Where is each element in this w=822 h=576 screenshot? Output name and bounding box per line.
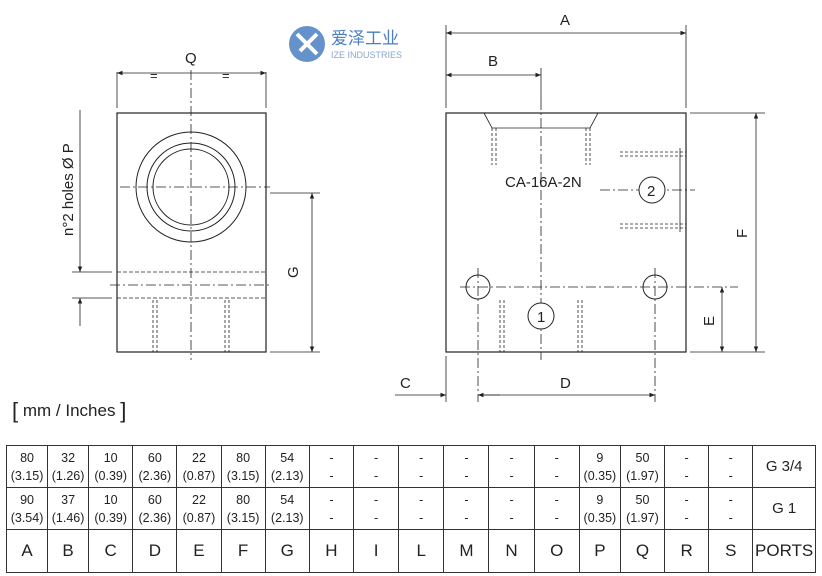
column-header: N [488, 529, 535, 573]
column-header: R [664, 529, 710, 573]
table-cell: -- [533, 445, 580, 488]
side-view [72, 70, 320, 360]
column-header: D [132, 529, 178, 573]
technical-drawing: 爱泽工业 IZE INDUSTRIES Q = = [60, 12, 765, 402]
table-cell: 9(0.35) [578, 487, 621, 530]
dim-label-f: F [734, 229, 751, 238]
table-cell: 22(0.87) [176, 487, 222, 530]
table-cell: 50(1.97) [619, 487, 666, 530]
bracket-open: [ [12, 398, 19, 423]
model-label: CA-16A-2N [505, 174, 582, 191]
dimensions-table: 80(3.15) 32(1.26) 10(0.39) 60(2.36) 22(0… [5, 445, 816, 573]
table-cell: -- [488, 445, 535, 488]
bracket-close: ] [120, 398, 127, 423]
dim-label-e: E [701, 316, 718, 326]
port-1-label: 1 [537, 309, 545, 326]
table-cell: -- [488, 487, 535, 530]
table-cell: -- [352, 487, 400, 530]
front-view [395, 25, 765, 402]
dim-label-q: Q [185, 50, 197, 67]
table-cell: 22(0.87) [176, 445, 222, 488]
company-logo: 爱泽工业 IZE INDUSTRIES [289, 26, 402, 62]
table-cell: -- [664, 487, 710, 530]
table-cell: -- [398, 445, 445, 488]
table-cell: -- [352, 445, 400, 488]
dim-label-b: B [488, 53, 498, 70]
header-row: A B C D E F G H I L M N O P Q R S PORTS [5, 529, 816, 573]
table-cell: 10(0.39) [88, 445, 134, 488]
column-header: Q [619, 529, 666, 573]
dim-label-a: A [560, 12, 570, 29]
table-cell: -- [308, 487, 354, 530]
column-header: A [5, 529, 49, 573]
units-caption: [ mm / Inches ] [12, 398, 126, 424]
table-cell: 32(1.26) [47, 445, 90, 488]
units-label: mm / Inches [22, 401, 116, 420]
table-cell: -- [308, 445, 354, 488]
table-cell: -- [708, 487, 754, 530]
column-header: B [47, 529, 90, 573]
table-cell: 9(0.35) [578, 445, 621, 488]
table-cell: 80(3.15) [220, 487, 266, 530]
column-header: L [398, 529, 445, 573]
holes-label: n°2 holes Ø P [60, 143, 77, 236]
table-cell: 37(1.46) [47, 487, 90, 530]
ports-cell: G 3/4 [752, 445, 816, 488]
column-header: O [533, 529, 580, 573]
table-cell: 90(3.54) [5, 487, 49, 530]
equal-mark-right: = [222, 68, 230, 83]
table-cell: 50(1.97) [619, 445, 666, 488]
column-header: G [264, 529, 310, 573]
table-cell: -- [443, 487, 490, 530]
logo-text-cn: 爱泽工业 [331, 29, 399, 48]
table-cell: 80(3.15) [5, 445, 49, 488]
equal-mark-left: = [150, 68, 158, 83]
dim-label-c: C [400, 375, 411, 392]
table-cell: 54(2.13) [264, 445, 310, 488]
table-row: 90(3.54) 37(1.46) 10(0.39) 60(2.36) 22(0… [5, 487, 816, 530]
table-cell: 10(0.39) [88, 487, 134, 530]
column-header: H [308, 529, 354, 573]
column-header: P [578, 529, 621, 573]
column-header-ports: PORTS [752, 529, 816, 573]
column-header: E [176, 529, 222, 573]
ports-cell: G 1 [752, 487, 816, 530]
logo-text-en: IZE INDUSTRIES [331, 50, 402, 60]
table-cell: -- [664, 445, 710, 488]
table-cell: -- [533, 487, 580, 530]
column-header: C [88, 529, 134, 573]
table-cell: 80(3.15) [220, 445, 266, 488]
table-cell: -- [708, 445, 754, 488]
table-cell: 60(2.36) [132, 445, 178, 488]
dim-label-d: D [560, 375, 571, 392]
table-cell: -- [398, 487, 445, 530]
table-cell: -- [443, 445, 490, 488]
column-header: F [220, 529, 266, 573]
dim-label-g: G [285, 266, 302, 278]
column-header: S [708, 529, 754, 573]
table-row: 80(3.15) 32(1.26) 10(0.39) 60(2.36) 22(0… [5, 445, 816, 488]
table-cell: 54(2.13) [264, 487, 310, 530]
column-header: M [443, 529, 490, 573]
table-cell: 60(2.36) [132, 487, 178, 530]
column-header: I [352, 529, 400, 573]
port-2-label: 2 [647, 183, 655, 200]
